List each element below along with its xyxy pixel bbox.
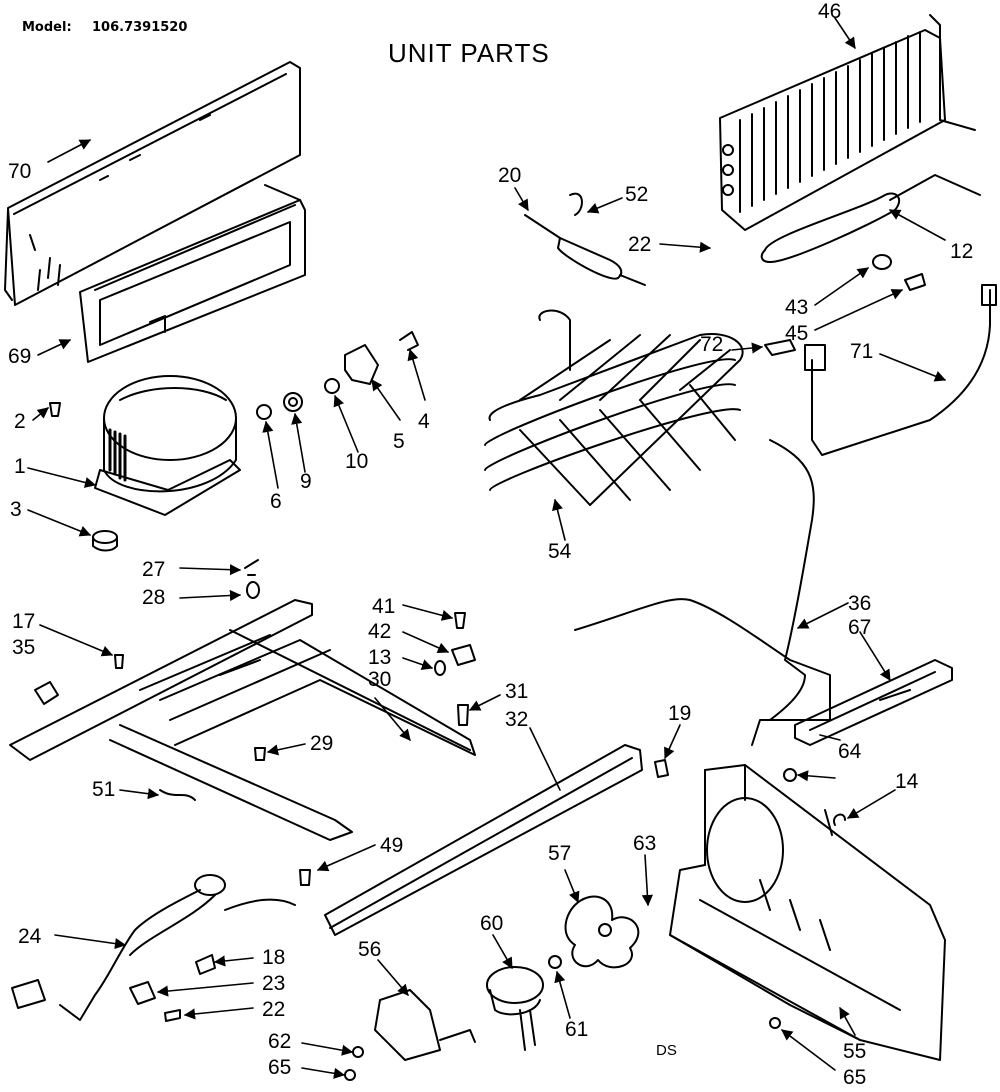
callout-70: 70	[8, 160, 32, 183]
callout-57: 57	[548, 842, 572, 865]
relay-parts	[257, 332, 418, 419]
callout-6: 6	[270, 490, 282, 513]
callout-65-left: 65	[268, 1056, 292, 1079]
callout-45: 45	[785, 322, 809, 345]
screw	[50, 403, 60, 416]
callout-55: 55	[843, 1040, 867, 1063]
filter-drier	[762, 175, 980, 262]
callout-22-top: 22	[628, 233, 652, 256]
capillary-tube	[575, 440, 830, 745]
mounting-rail	[325, 745, 642, 935]
callout-52: 52	[625, 183, 649, 206]
back-panel	[5, 62, 300, 305]
callout-42: 42	[368, 620, 392, 643]
callout-27: 27	[142, 558, 166, 581]
screw-49	[300, 870, 310, 885]
callout-20: 20	[498, 164, 522, 187]
fasteners	[35, 560, 668, 800]
condenser	[720, 15, 975, 230]
base-frame	[10, 600, 475, 840]
lower-panel	[80, 185, 305, 362]
page-title: UNIT PARTS	[388, 38, 550, 68]
tube-assembly	[805, 285, 996, 455]
callout-62: 62	[268, 1030, 292, 1053]
clips	[873, 255, 925, 290]
callout-13: 13	[368, 646, 392, 669]
model-number: 106.7391520	[92, 20, 188, 35]
callout-9: 9	[300, 470, 312, 493]
callout-51: 51	[92, 778, 116, 801]
callout-72: 72	[700, 333, 724, 356]
callout-67: 67	[848, 616, 872, 639]
callout-10: 10	[345, 450, 369, 473]
callout-18: 18	[262, 946, 286, 969]
callout-56: 56	[358, 938, 382, 961]
fan-blade	[566, 897, 639, 968]
callout-5: 5	[393, 430, 405, 453]
callout-60: 60	[480, 912, 504, 935]
callout-54: 54	[548, 540, 572, 563]
callout-2: 2	[14, 410, 26, 433]
callout-4: 4	[418, 410, 430, 433]
callout-22-bottom: 22	[262, 998, 286, 1021]
callout-30: 30	[368, 668, 392, 691]
callout-71: 71	[850, 340, 874, 363]
cord-clips	[130, 955, 215, 1021]
evaporator-coil	[485, 311, 743, 505]
callout-69: 69	[8, 345, 32, 368]
callout-41: 41	[372, 595, 396, 618]
fan-shroud	[670, 765, 945, 1060]
fan-motor	[487, 956, 561, 1050]
callout-28: 28	[142, 586, 166, 609]
callout-32: 32	[505, 708, 529, 731]
callout-leaders	[28, 18, 947, 1079]
compressor	[95, 376, 240, 515]
small-drier	[525, 194, 645, 285]
callout-3: 3	[10, 498, 22, 521]
power-cord	[12, 875, 295, 1020]
callout-49: 49	[380, 834, 404, 857]
callout-12: 12	[950, 240, 974, 263]
callout-24: 24	[18, 925, 42, 948]
callout-29: 29	[310, 732, 334, 755]
grommet	[93, 531, 117, 551]
callout-36: 36	[848, 592, 872, 615]
callout-17: 17	[12, 610, 36, 633]
diagram-code: DS	[656, 1042, 677, 1059]
callout-64: 64	[838, 740, 862, 763]
callout-31: 31	[505, 680, 529, 703]
callout-1: 1	[14, 455, 26, 478]
callout-63: 63	[633, 832, 657, 855]
callout-14: 14	[895, 770, 919, 793]
drain-tray	[784, 660, 952, 781]
callout-43: 43	[785, 296, 809, 319]
callout-61: 61	[565, 1018, 589, 1041]
callout-19: 19	[668, 702, 692, 725]
callout-65-right: 65	[843, 1066, 867, 1089]
callout-35: 35	[12, 636, 36, 659]
model-label: Model:	[22, 20, 72, 35]
callout-46: 46	[818, 0, 842, 23]
callout-23: 23	[262, 972, 286, 995]
motor-bracket	[345, 990, 475, 1080]
clamp	[765, 340, 795, 355]
